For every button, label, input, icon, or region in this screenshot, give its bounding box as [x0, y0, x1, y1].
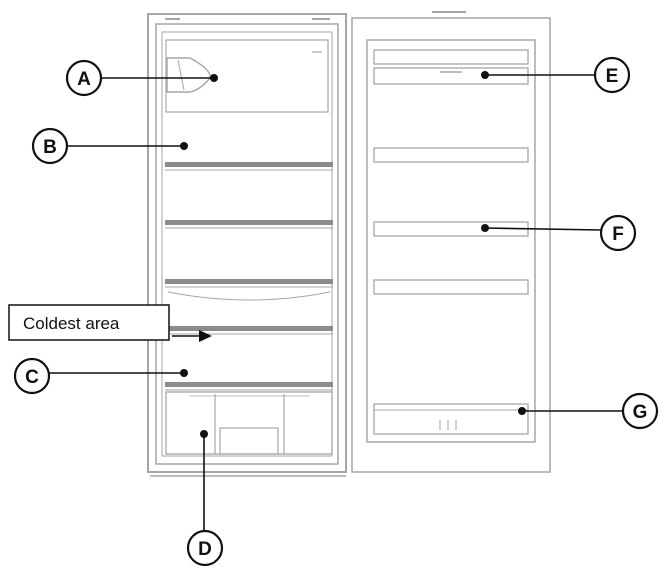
callout-b-label: B — [43, 137, 57, 158]
door-inner — [366, 39, 536, 443]
callout-b-circle — [31, 127, 69, 165]
dot-a — [210, 74, 218, 82]
coldest-area-note: Coldest area — [8, 304, 212, 342]
callout-c-circle — [13, 357, 51, 395]
callout-e-label: E — [606, 66, 619, 87]
fridge-cabinet — [147, 13, 347, 477]
crisper-handle — [219, 427, 279, 455]
shelf-4 — [165, 326, 333, 331]
dot-f — [481, 224, 489, 232]
shelf-2 — [165, 220, 333, 225]
callout-c-label: C — [25, 367, 39, 388]
fridge-door — [351, 11, 551, 473]
callout-f-label: F — [612, 224, 624, 245]
coldest-area-arrowhead — [199, 330, 212, 342]
door-shelf-1 — [373, 147, 529, 163]
door-top-bin — [373, 49, 529, 65]
leader-f — [484, 227, 603, 231]
callout-f-circle — [599, 214, 637, 252]
top-compartment — [165, 39, 329, 113]
callout-b: B — [31, 127, 188, 165]
cabinet-liner — [161, 31, 333, 457]
back-wall-curve — [167, 291, 331, 301]
callout-d-circle — [186, 529, 224, 567]
shelf-3 — [165, 279, 333, 284]
callout-e-circle — [593, 56, 631, 94]
callout-f: F — [481, 214, 637, 252]
callout-a-circle — [65, 59, 103, 97]
dot-d — [200, 430, 208, 438]
door-outer — [351, 17, 551, 473]
door-bottle-rack — [373, 403, 529, 435]
light-cover-detail — [177, 59, 185, 91]
callout-d: D — [186, 430, 224, 567]
crisper-drawer — [165, 391, 333, 455]
coldest-area-label: Coldest area — [23, 314, 120, 333]
dot-e — [481, 71, 489, 79]
door-top-bin-lower — [373, 67, 529, 85]
shelf-5 — [165, 382, 333, 387]
coldest-area-box — [8, 304, 170, 341]
callout-g-circle — [621, 392, 659, 430]
callout-a: A — [65, 59, 218, 97]
shelf-1 — [165, 162, 333, 167]
dot-g — [518, 407, 526, 415]
cabinet-outer — [147, 13, 347, 473]
light-cover — [166, 57, 211, 93]
callout-a-label: A — [77, 69, 91, 90]
callout-c: C — [13, 357, 188, 395]
callout-e: E — [481, 56, 631, 94]
dot-b — [180, 142, 188, 150]
callout-g-label: G — [633, 402, 648, 423]
dot-c — [180, 369, 188, 377]
callout-g: G — [518, 392, 659, 430]
cabinet-inner — [155, 23, 339, 465]
callout-d-label: D — [198, 539, 212, 560]
door-shelf-3 — [373, 279, 529, 295]
